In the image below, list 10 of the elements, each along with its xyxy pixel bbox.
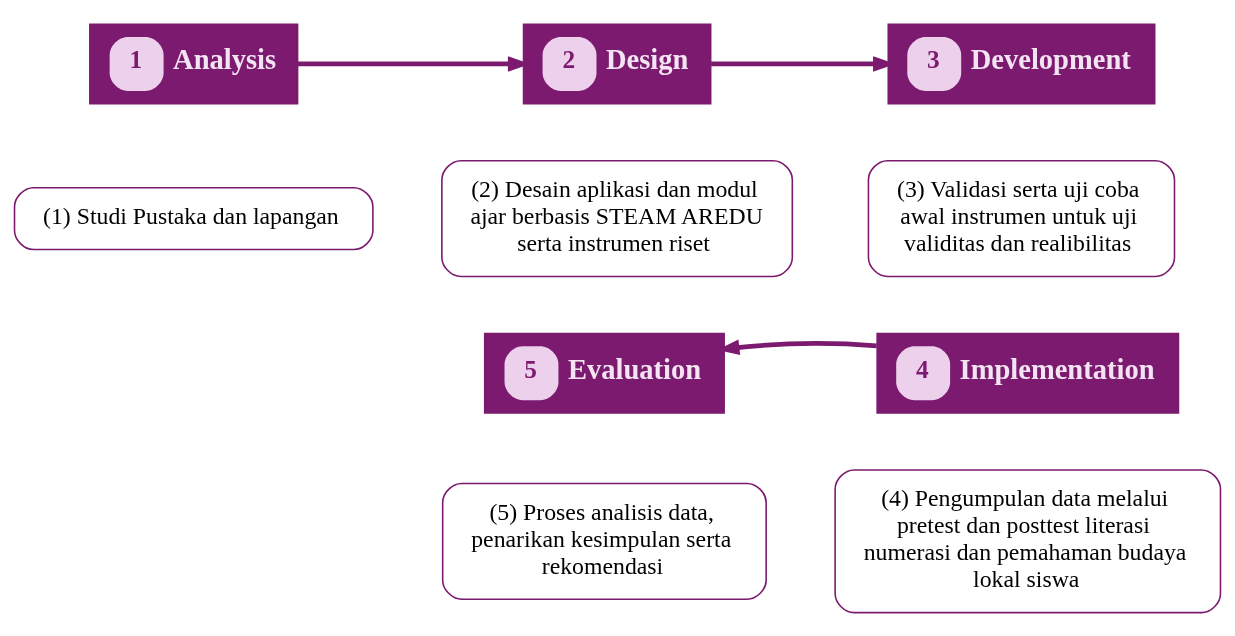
node-box: 4 Implementation bbox=[876, 332, 1180, 414]
node-box: 2 Design bbox=[522, 23, 712, 104]
node-box: (2) Desain aplikasi dan modul ajar berbasis STEAM AREDU serta instrumen riset bbox=[441, 159, 794, 277]
node-box: (5) Proses analisis data, penarikan kesimpulan serta rekomendasi bbox=[441, 482, 767, 600]
node-box: 5 Evaluation bbox=[483, 332, 725, 414]
node-box: 3 Development bbox=[887, 23, 1156, 104]
node-box: (3) Validasi serta uji coba awal instrumen untuk uji validitas dan realibilitas bbox=[867, 159, 1176, 277]
node-box: 1 Analysis bbox=[89, 23, 299, 104]
node-box: (1) Studi Pustaka dan lapangan bbox=[13, 186, 374, 250]
node-box: (4) Pengumpulan data melalui pretest dan posttest literasi numerasi dan pemahaman budaya lokal siswa bbox=[834, 468, 1222, 613]
